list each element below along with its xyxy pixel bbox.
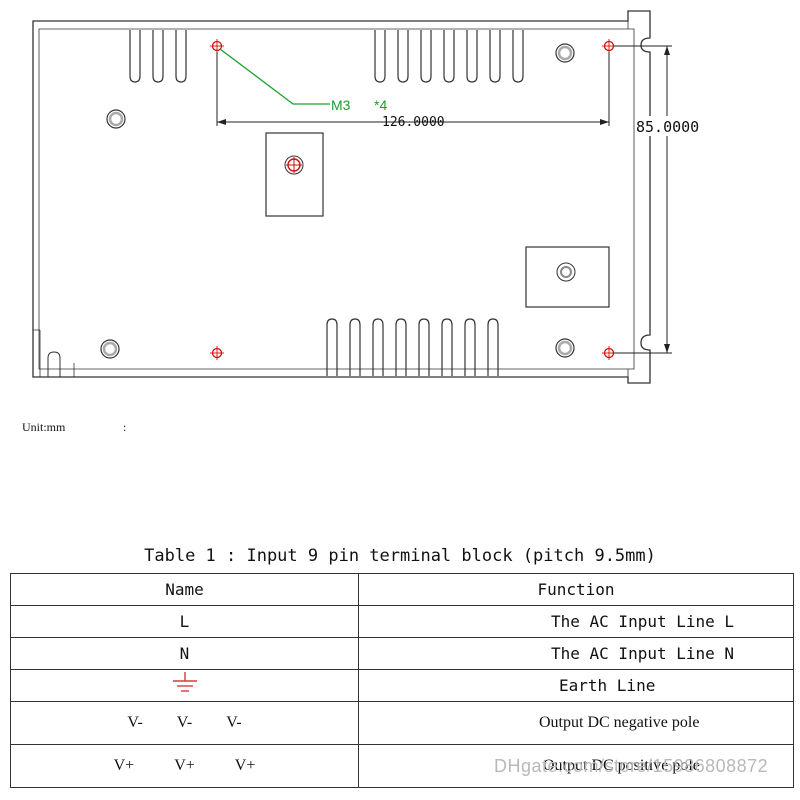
pin-name: V- xyxy=(226,714,242,731)
pin-name: V- xyxy=(127,714,143,731)
name-cell: V+ V+ V+ xyxy=(10,744,359,788)
function-text: The AC Input Line N xyxy=(551,644,735,663)
dimension-width xyxy=(216,52,610,126)
hole-callout-label: M3 xyxy=(331,97,351,113)
mechanical-drawing: 126.0000 85.0000 M3 *4 xyxy=(32,10,699,384)
table-row: Earth Line xyxy=(10,669,794,702)
function-text: Output DC positive pole xyxy=(543,757,700,774)
name-cell: N xyxy=(10,637,359,670)
hole-callout-leader xyxy=(219,48,330,105)
dimension-height-label: 85.0000 xyxy=(636,118,699,136)
header-function: Function xyxy=(358,573,794,606)
pin-name: V+ xyxy=(174,757,195,774)
hole-callout-count: *4 xyxy=(374,97,387,113)
earth-ground-icon xyxy=(172,672,197,692)
table-header-row: Name Function xyxy=(10,573,794,606)
m3-hole-top-left xyxy=(210,39,224,53)
function-text: Output DC negative pole xyxy=(539,714,700,731)
mounting-bosses xyxy=(100,43,575,359)
vent-slots-bottom xyxy=(326,318,499,376)
table-row: V- V- V- Output DC negative pole xyxy=(10,701,794,745)
function-text: Earth Line xyxy=(559,676,656,695)
m3-hole-bottom-right xyxy=(602,346,616,360)
table-row: L The AC Input Line L xyxy=(10,605,794,638)
component-box-right xyxy=(525,246,610,308)
dimension-width-label: 126.0000 xyxy=(382,115,445,130)
enclosure-outline xyxy=(32,10,651,384)
pin-name: V+ xyxy=(113,757,135,774)
m3-hole-bottom-left xyxy=(210,346,224,360)
header-name: Name xyxy=(10,573,359,606)
pin-name: V+ xyxy=(234,757,256,774)
unit-label: Unit:mm xyxy=(22,420,66,434)
terminal-block-table: Name Function L The AC Input Line L N Th… xyxy=(10,573,794,788)
name-cell: L xyxy=(10,605,359,638)
table-row: V+ V+ V+ Output DC positive pole xyxy=(10,744,794,788)
pin-name: N xyxy=(179,644,190,663)
component-box-left xyxy=(265,132,324,217)
m3-mounting-holes xyxy=(210,39,616,360)
watermark: DHgate.com/store/15986808872 xyxy=(494,756,769,776)
m3-hole-top-right xyxy=(602,39,616,53)
function-text: The AC Input Line L xyxy=(551,612,735,631)
function-cell: Earth Line xyxy=(358,669,794,702)
name-cell: V- V- V- xyxy=(10,701,359,745)
pin-name: L xyxy=(179,612,190,631)
function-cell: Output DC positive pole xyxy=(358,744,794,788)
table-row: N The AC Input Line N xyxy=(10,637,794,670)
vent-slots-top-right xyxy=(374,30,524,83)
dimension-height xyxy=(614,45,672,354)
function-cell: Output DC negative pole xyxy=(358,701,794,745)
function-cell: The AC Input Line N xyxy=(358,637,794,670)
vent-slots-top-left xyxy=(129,30,187,83)
pin-name: V- xyxy=(176,714,193,731)
unit-colon: : xyxy=(123,420,127,434)
table-caption: Table 1 : Input 9 pin terminal block (pi… xyxy=(144,546,656,566)
function-cell: The AC Input Line L xyxy=(358,605,794,638)
name-cell xyxy=(10,669,359,702)
